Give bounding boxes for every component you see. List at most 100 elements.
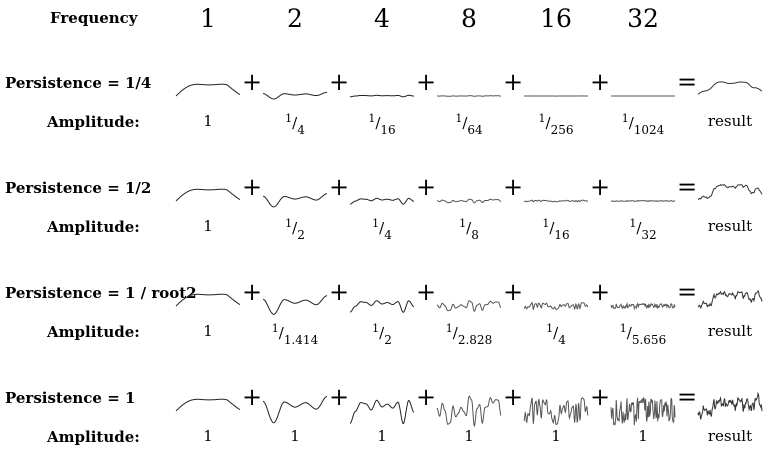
- amplitude-denominator: 5.656: [631, 333, 667, 347]
- plus-operator: +: [241, 383, 263, 411]
- amplitude-numerator: 1: [619, 322, 627, 335]
- result-waveform: [697, 184, 763, 201]
- octave-waveform: [263, 91, 327, 100]
- amplitude-numerator: 1: [464, 427, 474, 445]
- octave-waveform: [175, 83, 241, 97]
- amplitude-numerator: 1: [551, 427, 561, 445]
- amplitude-value: 1/16: [521, 217, 591, 242]
- result-label: result: [707, 112, 753, 130]
- octave-waveform: [523, 301, 589, 311]
- amplitude-numerator: 1: [621, 112, 629, 125]
- amplitude-value: 1/5.656: [608, 322, 678, 347]
- fraction-slash: /: [626, 324, 632, 342]
- octave-waveform: [175, 188, 241, 202]
- equals-operator: =: [676, 173, 698, 201]
- amplitude-numerator: 1: [377, 427, 387, 445]
- amplitude-denominator: 256: [550, 123, 574, 137]
- amplitude-value: 1: [260, 427, 330, 445]
- plus-operator: +: [502, 68, 524, 96]
- amplitude-value: 1/1.414: [260, 322, 330, 347]
- octave-waveform: [436, 198, 502, 204]
- plus-operator: +: [241, 68, 263, 96]
- result-waveform: [697, 391, 763, 420]
- amplitude-numerator: 1: [203, 112, 213, 130]
- result-waveform: [697, 81, 763, 95]
- frequency-value: 16: [540, 4, 572, 33]
- equals-operator: =: [676, 278, 698, 306]
- amplitude-numerator: 1: [368, 112, 376, 125]
- amplitude-denominator: 2: [297, 228, 305, 242]
- amplitude-value: 1/64: [434, 112, 504, 137]
- fraction-slash: /: [553, 324, 559, 342]
- amplitude-numerator: 1: [203, 427, 213, 445]
- amplitude-denominator: 2.828: [457, 333, 493, 347]
- octave-waveform: [436, 395, 502, 428]
- amplitude-value: 1/4: [260, 112, 330, 137]
- octave-waveform: [175, 293, 241, 307]
- plus-operator: +: [415, 68, 437, 96]
- amplitude-label: Amplitude:: [47, 218, 140, 236]
- plus-operator: +: [415, 383, 437, 411]
- amplitude-denominator: 32: [641, 228, 657, 242]
- amplitude-value: 1: [173, 217, 243, 235]
- plus-operator: +: [328, 68, 350, 96]
- amplitude-value: 1/2.828: [434, 322, 504, 347]
- amplitude-value: 1: [434, 427, 504, 445]
- amplitude-numerator: 1: [290, 427, 300, 445]
- persistence-label: Persistence = 1: [5, 389, 136, 407]
- plus-operator: +: [328, 173, 350, 201]
- octave-waveform: [350, 197, 415, 205]
- amplitude-value: 1: [173, 322, 243, 340]
- amplitude-value: 1/1024: [608, 112, 678, 137]
- result-label: result: [707, 427, 753, 445]
- frequency-value: 2: [287, 4, 303, 33]
- frequency-value: 4: [374, 4, 390, 33]
- amplitude-denominator: 8: [471, 228, 479, 242]
- amplitude-numerator: 1: [271, 322, 279, 335]
- octave-waveform: [610, 397, 676, 426]
- plus-operator: +: [328, 383, 350, 411]
- amplitude-value: 1/4: [521, 322, 591, 347]
- equals-operator: =: [676, 383, 698, 411]
- octave-waveform: [610, 302, 676, 311]
- amplitude-numerator: 1: [546, 322, 554, 335]
- amplitude-value: 1: [347, 427, 417, 445]
- amplitude-value: 1: [173, 427, 243, 445]
- amplitude-denominator: 4: [297, 123, 305, 137]
- amplitude-value: 1/2: [260, 217, 330, 242]
- amplitude-denominator: 16: [380, 123, 396, 137]
- amplitude-numerator: 1: [285, 112, 293, 125]
- amplitude-denominator: 4: [558, 333, 566, 347]
- fraction-slash: /: [292, 114, 298, 132]
- amplitude-label: Amplitude:: [47, 323, 140, 341]
- persistence-label: Persistence = 1/4: [5, 74, 152, 92]
- plus-operator: +: [502, 383, 524, 411]
- amplitude-value: 1: [173, 112, 243, 130]
- amplitude-value: 1/2: [347, 322, 417, 347]
- fraction-slash: /: [292, 219, 298, 237]
- frequency-value: 1: [200, 4, 216, 33]
- octave-waveform: [349, 300, 415, 313]
- plus-operator: +: [241, 278, 263, 306]
- fraction-slash: /: [278, 324, 284, 342]
- fraction-slash: /: [379, 324, 385, 342]
- persistence-label: Persistence = 1/2: [5, 179, 152, 197]
- fraction-slash: /: [452, 324, 458, 342]
- fraction-slash: /: [549, 219, 555, 237]
- plus-operator: +: [502, 173, 524, 201]
- amplitude-value: 1/32: [608, 217, 678, 242]
- octave-waveform: [523, 397, 589, 426]
- frequency-value: 8: [461, 4, 477, 33]
- amplitude-numerator: 1: [203, 322, 213, 340]
- amplitude-value: 1/256: [521, 112, 591, 137]
- amplitude-numerator: 1: [629, 217, 637, 230]
- persistence-label: Persistence = 1 / root2: [5, 284, 197, 302]
- plus-operator: +: [589, 68, 611, 96]
- result-label: result: [707, 322, 753, 340]
- fraction-slash: /: [466, 219, 472, 237]
- fraction-slash: /: [462, 114, 468, 132]
- amplitude-numerator: 1: [638, 427, 648, 445]
- octave-waveform: [436, 300, 502, 313]
- octave-waveform: [262, 295, 327, 315]
